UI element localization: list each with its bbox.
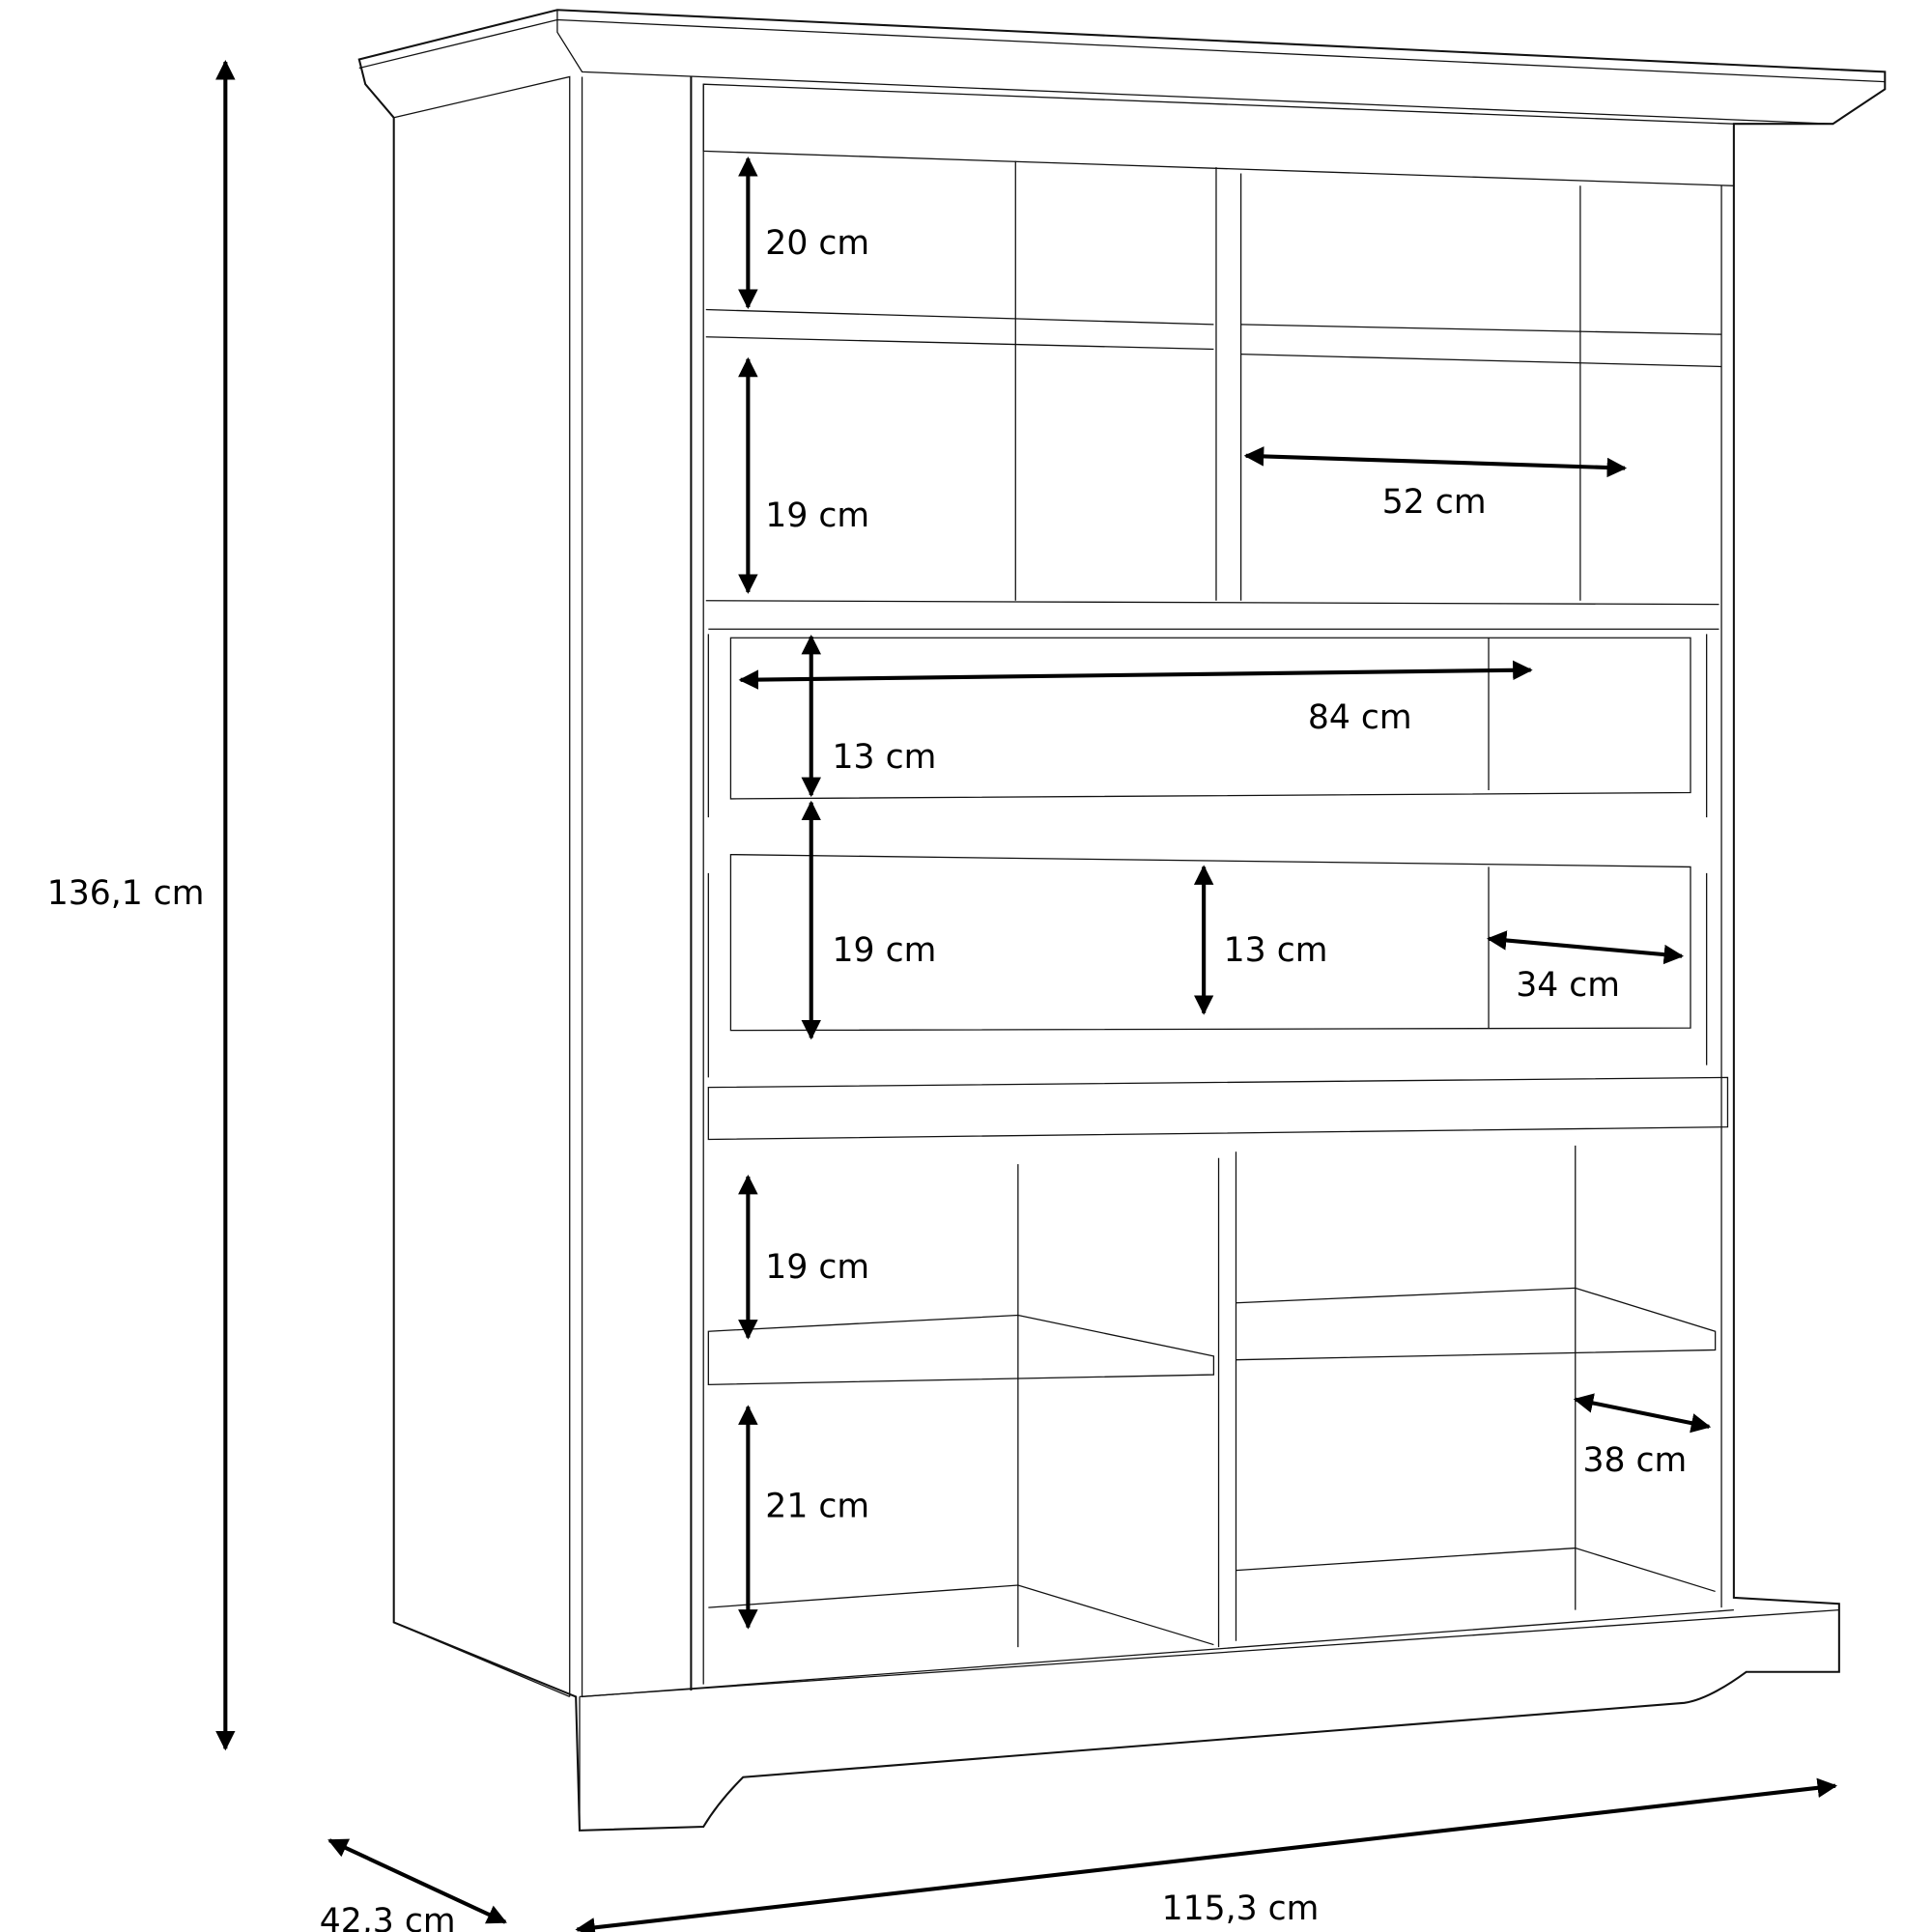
overall-width-label: 115,3 cm [1162,1889,1320,1928]
overall-height-label: 136,1 cm [47,874,205,913]
overall-depth-label: 42,3 cm [320,1902,456,1932]
drawer1-height-label: 13 cm [833,738,937,777]
lower-shelf-depth-label: 38 cm [1582,1441,1687,1480]
dimension-arrows [215,60,1838,1932]
top-shelf-height-label: 20 cm [765,224,869,263]
drawer2-height-label: 13 cm [1224,931,1328,970]
shelf-width-label: 52 cm [1382,483,1487,522]
drawer-width-label: 84 cm [1308,698,1412,737]
lower-shelf-height-label: 21 cm [765,1488,869,1526]
width-arrow [575,1777,1838,1932]
depth-arrow [327,1838,507,1924]
lower-upper-shelf-label: 19 cm [765,1248,869,1287]
drawer2-compartment-label: 19 cm [833,931,937,970]
second-shelf-height-label: 19 cm [765,497,869,535]
cabinet-body [357,9,1887,1832]
drawer-depth-label: 34 cm [1516,966,1620,1005]
